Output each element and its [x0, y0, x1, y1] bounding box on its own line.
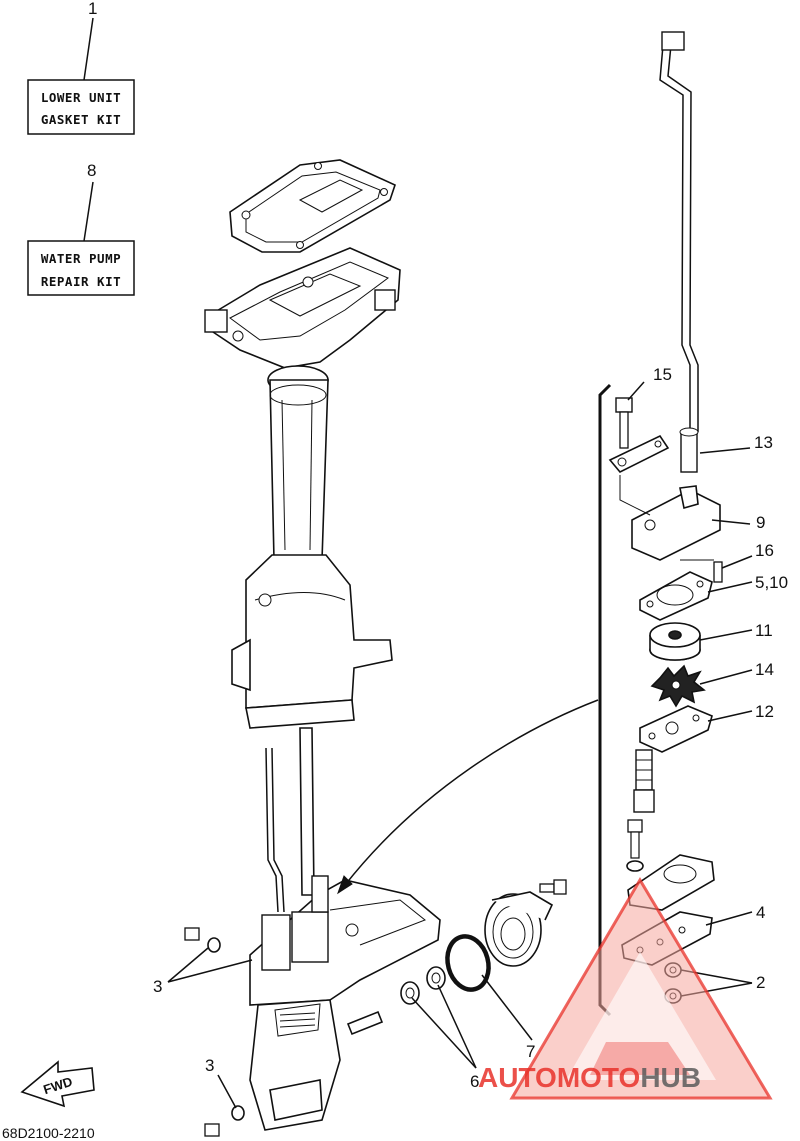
- callout-8: 8: [87, 161, 96, 180]
- driveshaft-housing: [231, 365, 393, 729]
- callout-11: 11: [755, 621, 773, 640]
- water-pump-repair-kit-label: 8 WATER PUMP REPAIR KIT: [27, 161, 135, 296]
- impeller-14: [650, 664, 706, 708]
- pump-housing-9: [619, 475, 721, 561]
- drain-screw-upper: [184, 927, 221, 953]
- o-ring: [445, 934, 491, 992]
- pump-plate: [608, 434, 670, 473]
- callout-15: 15: [653, 365, 672, 384]
- cap-bolt: [539, 879, 567, 895]
- watermark-brand-part2: HUB: [640, 1062, 701, 1093]
- watermark-brand-part1: AUTOMOTO: [478, 1062, 640, 1093]
- callout-7: 7: [526, 1042, 535, 1061]
- dowel-pin-16: [680, 559, 723, 583]
- drain-screw-lower: [204, 1105, 245, 1137]
- callout-12: 12: [755, 702, 774, 721]
- upper-casing-gasket: [229, 159, 396, 253]
- watermark-logo: AUTOMOTOHUB: [478, 877, 773, 1100]
- lower-casing: [249, 875, 441, 1131]
- callout-5-10: 5,10: [755, 573, 788, 592]
- water-pump-group-bracket: [598, 383, 612, 1017]
- callout-numbers: 15 13 9 16 5,10 11 14 12 4 2 3 3 7 6: [153, 365, 788, 1091]
- pump-gasket-5-10: [639, 571, 713, 621]
- callout-1: 1: [88, 0, 97, 18]
- drive-shaft: [299, 727, 315, 896]
- kit-8-line2: REPAIR KIT: [41, 274, 121, 289]
- callout-16: 16: [755, 541, 774, 560]
- water-inlet-pipe: [633, 749, 655, 813]
- kit-1-line2: GASKET KIT: [41, 112, 121, 127]
- lower-unit-gasket-kit-label: 1 LOWER UNIT GASKET KIT: [27, 0, 135, 135]
- callout-14: 14: [755, 660, 774, 679]
- callout-3-upper: 3: [153, 977, 162, 996]
- pump-bolt-15: [615, 397, 633, 449]
- callout-6: 6: [470, 1072, 479, 1091]
- callout-9: 9: [756, 513, 765, 532]
- fwd-arrow-icon: FWD: [20, 1060, 95, 1108]
- water-hose: [659, 31, 699, 432]
- callout-3-lower: 3: [205, 1056, 214, 1075]
- kit-8-line1: WATER PUMP: [41, 251, 121, 266]
- assembly-arrow: [337, 699, 599, 895]
- kit-1-line1: LOWER UNIT: [41, 90, 121, 105]
- pump-base-bolt: [626, 819, 644, 872]
- outer-plate-12: [639, 705, 713, 753]
- thrust-washers: [400, 966, 446, 1005]
- water-tube-joint-13: [679, 427, 699, 473]
- insert-cartridge-11: [649, 622, 701, 661]
- callout-2: 2: [756, 973, 765, 992]
- diagram-code: 68D2100-2210: [2, 1125, 95, 1141]
- watermark-brand: AUTOMOTOHUB: [478, 1062, 701, 1093]
- callout-13: 13: [754, 433, 773, 452]
- gear-case-cap: [484, 891, 554, 967]
- water-tube: [265, 747, 285, 913]
- upper-casing-top: [204, 247, 401, 369]
- callout-4: 4: [756, 903, 765, 922]
